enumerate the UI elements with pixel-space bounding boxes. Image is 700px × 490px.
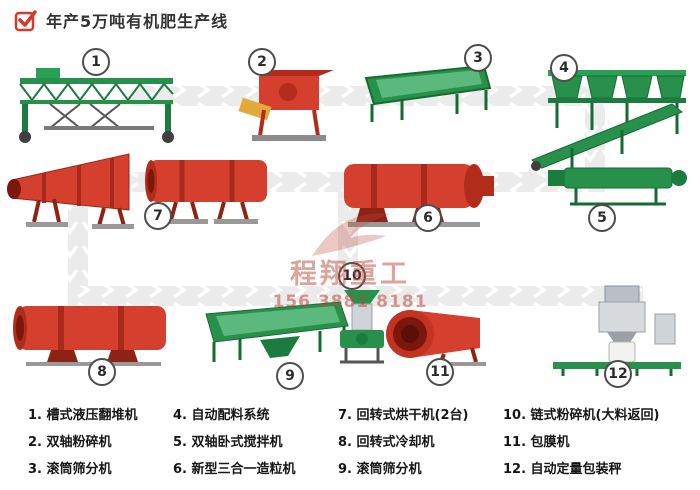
legend-item: 2. 双轴粉碎机	[28, 435, 112, 450]
station-1-trough-turner: 1	[18, 44, 178, 144]
legend-column-2: 4. 自动配料系统 5. 双轴卧式搅拌机 6. 新型三合一造粒机	[173, 402, 296, 483]
station-10-chain-crusher: 10	[316, 260, 406, 364]
station-number-badge: 6	[414, 204, 442, 232]
legend-item: 1. 槽式液压翻堆机	[28, 408, 138, 423]
station-5-mixer: 5	[544, 148, 692, 234]
station-6-granulator: 6	[330, 146, 498, 234]
legend-item: 4. 自动配料系统	[173, 408, 270, 423]
station-11-coating-machine: 11	[380, 294, 498, 388]
legend-item: 3. 滚筒筛分机	[28, 462, 112, 477]
legend-item: 5. 双轴卧式搅拌机	[173, 435, 283, 450]
legend-column-3: 7. 回转式烘干机(2台) 8. 回转式冷却机 9. 滚筒筛分机	[338, 402, 468, 483]
legend-item: 10. 链式粉碎机(大料返回)	[503, 408, 660, 423]
machine-cooler-illustration	[13, 306, 166, 366]
legend-item: 9. 滚筒筛分机	[338, 462, 422, 477]
station-8-cooler: 8	[4, 294, 179, 388]
legend-item: 8. 回转式冷却机	[338, 435, 435, 450]
legend-item: 12. 自动定量包装秤	[503, 462, 622, 477]
machine-chain-crusher-illustration	[340, 290, 384, 364]
station-2-crusher: 2	[222, 46, 340, 144]
machine-trough-turner-illustration	[19, 68, 174, 143]
station-number-badge: 8	[88, 358, 116, 386]
station-number-badge: 5	[588, 204, 616, 232]
station-number-badge: 10	[338, 262, 366, 290]
legend-column-4: 10. 链式粉碎机(大料返回) 11. 包膜机 12. 自动定量包装秤	[503, 402, 659, 483]
station-9-drum-screen: 9	[198, 296, 356, 392]
machine-trough-screen-illustration	[364, 64, 492, 122]
header: 年产5万吨有机肥生产线	[14, 8, 228, 32]
station-3-drum-screen: 3	[360, 40, 494, 128]
machine-batching-illustration	[531, 70, 686, 172]
station-number-badge: 2	[248, 48, 276, 76]
station-number-badge: 1	[82, 48, 110, 76]
legend-column-1: 1. 槽式液压翻堆机 2. 双轴粉碎机 3. 滚筒筛分机	[28, 402, 138, 483]
station-12-packaging-scale: 12	[546, 282, 688, 388]
station-number-badge: 3	[464, 44, 492, 72]
station-7-rotary-dryers: 7	[4, 146, 276, 234]
station-number-badge: 7	[144, 202, 172, 230]
machine-crusher-illustration	[238, 70, 334, 141]
legend-item: 6. 新型三合一造粒机	[173, 462, 296, 477]
legend-item: 7. 回转式烘干机(2台)	[338, 408, 469, 423]
station-number-badge: 12	[604, 360, 632, 388]
legend-item: 11. 包膜机	[503, 435, 570, 450]
legend: 1. 槽式液压翻堆机 2. 双轴粉碎机 3. 滚筒筛分机 4. 自动配料系统 5…	[0, 400, 700, 488]
station-number-badge: 11	[426, 358, 454, 386]
station-number-badge: 4	[550, 54, 578, 82]
machine-coating-illustration	[386, 310, 486, 366]
station-number-badge: 9	[276, 362, 304, 390]
machine-dryers-illustration	[7, 153, 267, 229]
station-4-batching-system: 4	[508, 50, 688, 178]
check-icon	[14, 10, 37, 32]
page-title: 年产5万吨有机肥生产线	[46, 12, 229, 31]
machine-mixer-illustration	[548, 167, 687, 206]
